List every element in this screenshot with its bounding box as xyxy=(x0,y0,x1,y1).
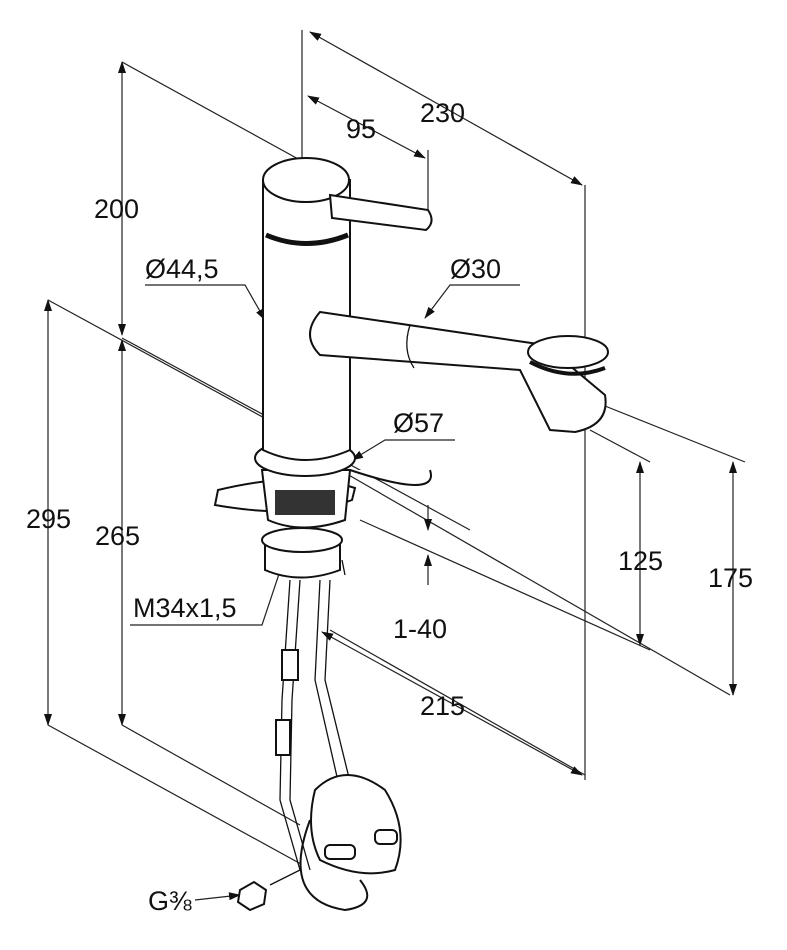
faucet-illustration xyxy=(213,157,609,912)
label-spout-reach: 215 xyxy=(420,691,465,721)
dimension-labels: 230 95 200 Ø44,5 Ø30 Ø57 295 265 M34x1,5… xyxy=(26,98,753,916)
extension-lines xyxy=(47,30,746,881)
dimension-lines xyxy=(44,31,737,901)
label-body-height: 200 xyxy=(94,194,139,224)
label-lever-reach: 95 xyxy=(346,114,376,144)
label-deck-thickness: 1-40 xyxy=(393,614,447,644)
label-connection: G⅜ xyxy=(148,886,192,916)
label-base-diameter: Ø57 xyxy=(393,408,444,438)
label-spout-height: 175 xyxy=(708,563,753,593)
label-overall-reach: 230 xyxy=(420,98,465,128)
label-spout-diameter: Ø30 xyxy=(450,254,501,284)
label-total-height: 295 xyxy=(26,504,71,534)
label-height-above-deck: 265 xyxy=(95,521,140,551)
label-thread: M34x1,5 xyxy=(133,593,237,623)
label-body-diameter: Ø44,5 xyxy=(145,254,219,284)
label-spout-clearance: 125 xyxy=(618,546,663,576)
